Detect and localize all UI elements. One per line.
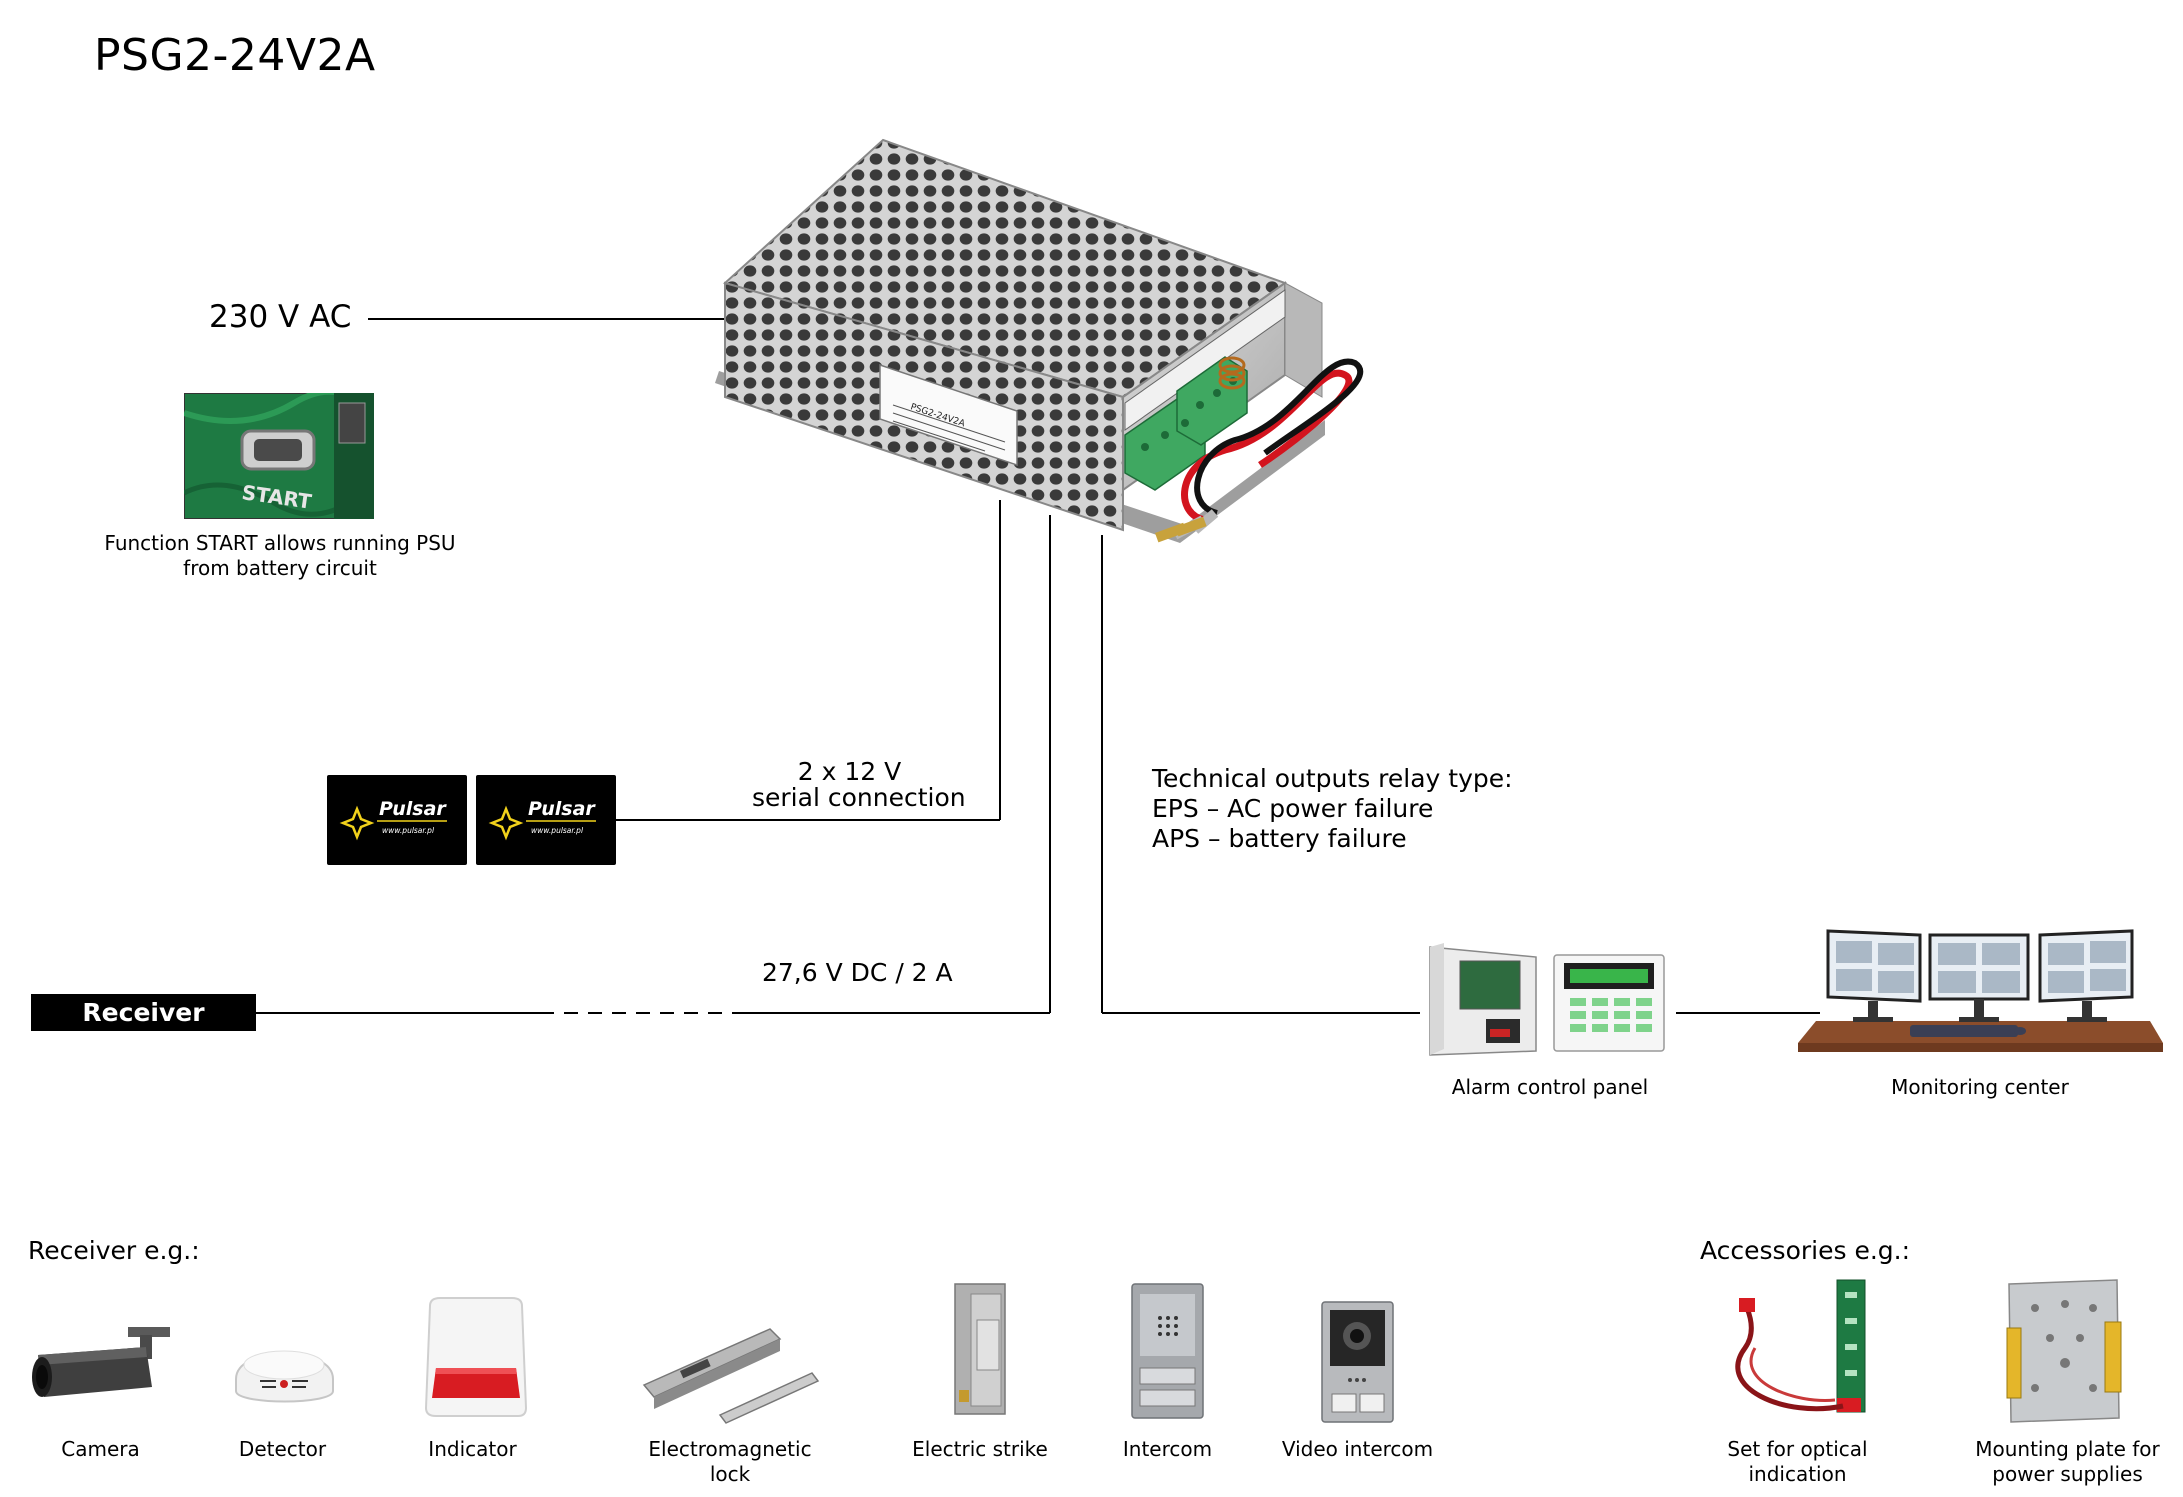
dc-output-label: 27,6 V DC / 2 A [762,958,953,987]
detector-icon [235,1350,334,1403]
battery-label: 2 x 12 V serial connection [752,757,966,812]
camera-icon [32,1327,170,1397]
electromagnetic-lock-label: Electromagnetic lock [648,1437,812,1486]
start-caption: Function START allows running PSU from b… [104,531,456,580]
receivers-heading: Receiver e.g.: [28,1236,200,1265]
intercom-label: Intercom [1122,1437,1213,1461]
camera-label: Camera [61,1437,140,1461]
svg-text:Pulsar: Pulsar [528,798,596,820]
alarm-control-panel-image [1429,943,1665,1056]
battery-1: Pulsar www.pulsar.pl [327,775,467,865]
alarm-control-panel-label: Alarm control panel [1451,1075,1649,1099]
monitoring-center-label: Monitoring center [1891,1075,2069,1099]
svg-text:www.pulsar.pl: www.pulsar.pl [531,826,584,835]
psu-device-image: PSG2-24V2A [715,138,1364,543]
mounting-plate-icon [2006,1279,2122,1423]
svg-text:Pulsar: Pulsar [379,798,447,820]
indicator-icon [424,1297,528,1417]
electric-strike-icon [954,1283,1006,1415]
ac-input-label: 230 V AC [209,299,352,335]
optical-indication-set-icon [1735,1279,1866,1413]
electric-strike-label: Electric strike [912,1437,1048,1461]
indicator-label: Indicator [428,1437,517,1461]
optical-indication-set-label: Set for optical indication [1727,1437,1868,1486]
technical-outputs-text: Technical outputs relay type: EPS – AC p… [1152,764,1513,853]
svg-text:www.pulsar.pl: www.pulsar.pl [382,826,435,835]
battery-2: Pulsar www.pulsar.pl [476,775,616,865]
receiver-box: Receiver [31,994,256,1031]
video-intercom-label: Video intercom [1281,1437,1434,1461]
video-intercom-icon [1321,1301,1394,1423]
accessories-heading: Accessories e.g.: [1700,1236,1911,1265]
intercom-icon [1131,1283,1204,1419]
monitoring-center-image [1798,929,2163,1052]
electromagnetic-lock-icon [642,1328,820,1424]
detector-label: Detector [238,1437,327,1461]
page-title: PSG2-24V2A [94,30,376,81]
start-button-image: START [184,393,374,519]
mounting-plate-label: Mounting plate for power supplies [1975,1437,2160,1486]
